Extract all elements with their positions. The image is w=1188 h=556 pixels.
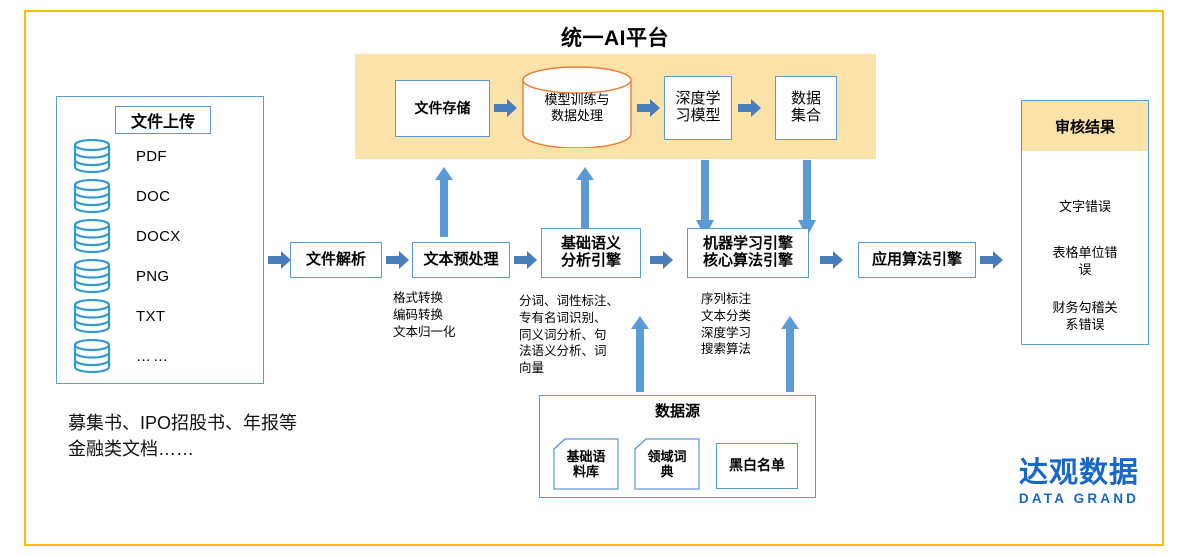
caption-ml-engine: 序列标注 文本分类 深度学习 搜索算法 (701, 292, 752, 357)
file-type-label: …… (136, 347, 170, 365)
file-type-label: DOC (136, 187, 171, 205)
file-type-list: PDF DOC (72, 136, 252, 376)
file-type-item[interactable]: …… (72, 336, 252, 376)
pipeline-stage-semantic-engine[interactable]: 基础语义 分析引擎 (541, 228, 641, 278)
file-type-label: PNG (136, 267, 170, 285)
platform-node-dataset[interactable]: 数据 集合 (775, 76, 837, 140)
file-type-item[interactable]: DOC (72, 176, 252, 216)
pipeline-stage-text-preprocess[interactable]: 文本预处理 (412, 242, 510, 278)
arrow-ml-to-app-engine (820, 250, 844, 270)
arrow-up-preprocess-to-platform (434, 166, 454, 238)
brand-logo: 达观数据 DATA GRAND (1004, 457, 1154, 507)
file-type-label: DOCX (136, 227, 181, 245)
platform-node-file-storage-label: 文件存储 (414, 99, 471, 116)
datasource-title: 数据源 (654, 403, 700, 420)
file-upload-title: 文件上传 (115, 106, 211, 134)
audit-result-item: 文字错误 (1058, 199, 1111, 214)
file-type-item[interactable]: PDF (72, 136, 252, 176)
arrow-up-datasource-to-semantic (630, 315, 650, 393)
brand-logo-cn: 达观数据 (1018, 457, 1139, 489)
arrow-preprocess-to-semantic (514, 250, 538, 270)
datasource-item-corpus-label: 基础语 料库 (566, 448, 606, 479)
platform-node-model-training[interactable]: 模型训练与 数据处理 (521, 66, 633, 148)
arrow-down-platform-to-ml-engine (695, 160, 715, 238)
arrow-up-semantic-to-platform (575, 166, 595, 238)
platform-node-file-storage[interactable]: 文件存储 (395, 80, 490, 137)
arrow-app-engine-to-audit (980, 250, 1004, 270)
datasource-item-blacklist-whitelist[interactable]: 黑白名单 (716, 443, 798, 489)
file-type-label: PDF (136, 147, 167, 165)
pipeline-stage-app-engine[interactable]: 应用算法引擎 (858, 242, 976, 278)
database-icon (72, 178, 112, 214)
pipeline-stage-file-parse[interactable]: 文件解析 (290, 242, 382, 278)
file-type-item[interactable]: PNG (72, 256, 252, 296)
caption-text-preprocess: 格式转换 编码转换 文本归一化 (393, 291, 456, 339)
arrow-upload-to-parse (268, 250, 292, 270)
arrow-training-to-deeplearning (637, 98, 661, 118)
datasource-item-domain-dictionary[interactable]: 领域词 典 (634, 438, 700, 490)
arrow-semantic-to-ml-engine (650, 250, 674, 270)
datasource-item-domain-dictionary-label: 领域词 典 (647, 448, 687, 479)
database-icon (72, 218, 112, 254)
file-upload-panel (56, 96, 264, 384)
pipeline-stage-ml-engine[interactable]: 机器学习引擎 核心算法引擎 (687, 228, 809, 278)
database-icon (72, 338, 112, 374)
platform-title: 统一AI平台 (561, 27, 669, 50)
audit-result-item: 表格单位错 误 (1052, 245, 1118, 277)
arrow-deeplearning-to-dataset (738, 98, 762, 118)
datasource-item-corpus[interactable]: 基础语 料库 (553, 438, 619, 490)
audit-result-title: 审核结果 (1022, 101, 1148, 151)
database-icon (72, 298, 112, 334)
file-type-item[interactable]: DOCX (72, 216, 252, 256)
brand-logo-en: DATA GRAND (1018, 491, 1140, 507)
database-icon (72, 258, 112, 294)
arrow-up-datasource-to-ml-engine (780, 315, 800, 393)
caption-semantic-engine: 分词、词性标注、 专有名词识别、 同义词分析、句 法语义分析、词 向量 (519, 294, 620, 375)
page-border (24, 10, 1164, 546)
upload-caption: 募集书、IPO招股书、年报等 金融类文档…… (68, 413, 298, 460)
file-type-item[interactable]: TXT (72, 296, 252, 336)
audit-result-item: 财务勾稽关 系错误 (1052, 300, 1118, 332)
platform-node-deep-learning-model[interactable]: 深度学 习模型 (664, 76, 732, 140)
database-icon (72, 138, 112, 174)
file-type-label: TXT (136, 307, 166, 325)
platform-node-model-training-label: 模型训练与 数据处理 (544, 92, 610, 124)
arrow-parse-to-preprocess (386, 250, 410, 270)
arrow-down-platform-to-app-engine (797, 160, 817, 238)
arrow-storage-to-training (494, 98, 518, 118)
